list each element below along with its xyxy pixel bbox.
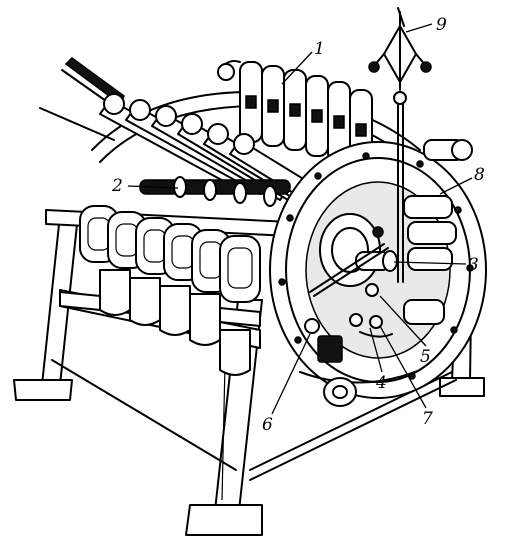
callout-4: 4 xyxy=(375,373,387,393)
leader-lines xyxy=(127,23,473,415)
coil-mid-6 xyxy=(219,235,261,303)
ring-side-coils xyxy=(403,139,473,325)
ring-bolt-10 xyxy=(294,336,302,344)
ring-bolt-11 xyxy=(278,278,286,286)
callout-7: 7 xyxy=(422,409,433,429)
rotor-shaft xyxy=(139,176,291,207)
leader-9 xyxy=(405,23,433,33)
callout-3: 3 xyxy=(468,255,479,275)
callout-6: 6 xyxy=(262,415,273,435)
ring-bolt-6 xyxy=(466,264,474,272)
callouts: 1 2 3 4 5 6 7 8 9 xyxy=(111,15,485,435)
leader-2 xyxy=(127,185,179,189)
coil-low-4 xyxy=(189,293,221,346)
coil-top-3 xyxy=(283,69,307,151)
leader-4 xyxy=(369,327,383,373)
middle-coil-row xyxy=(45,205,291,303)
brush-gear xyxy=(299,243,421,407)
ring-bolt-5 xyxy=(454,206,462,214)
ring-bolt-4 xyxy=(416,160,424,168)
lower-coil-row xyxy=(59,269,261,376)
ring-bolt-3 xyxy=(362,152,370,160)
flyball-right xyxy=(420,61,432,73)
coil-low-1 xyxy=(99,269,131,316)
callout-2: 2 xyxy=(111,176,123,196)
callout-1: 1 xyxy=(314,39,325,59)
coil-low-2 xyxy=(129,277,161,326)
ring-bolt-7 xyxy=(450,326,458,334)
leader-7 xyxy=(379,325,427,409)
ring-bolt-2 xyxy=(314,172,322,180)
governor xyxy=(368,7,432,283)
coil-top-2 xyxy=(261,65,285,147)
coil-top-1 xyxy=(239,61,263,143)
callout-8: 8 xyxy=(474,165,485,185)
coil-top-4 xyxy=(305,75,329,157)
coil-low-5 xyxy=(219,329,251,376)
top-coil-group xyxy=(217,60,373,171)
leader-3 xyxy=(393,261,467,265)
leader-5 xyxy=(379,295,427,347)
callout-5: 5 xyxy=(420,347,431,367)
ring-bolt-1 xyxy=(286,214,294,222)
coil-low-3 xyxy=(159,285,191,336)
leader-8 xyxy=(439,177,473,195)
hub-assembly xyxy=(319,213,398,287)
leader-6 xyxy=(271,333,311,415)
callout-9: 9 xyxy=(436,15,447,35)
flyball-left xyxy=(368,61,380,73)
leader-1 xyxy=(281,51,313,85)
